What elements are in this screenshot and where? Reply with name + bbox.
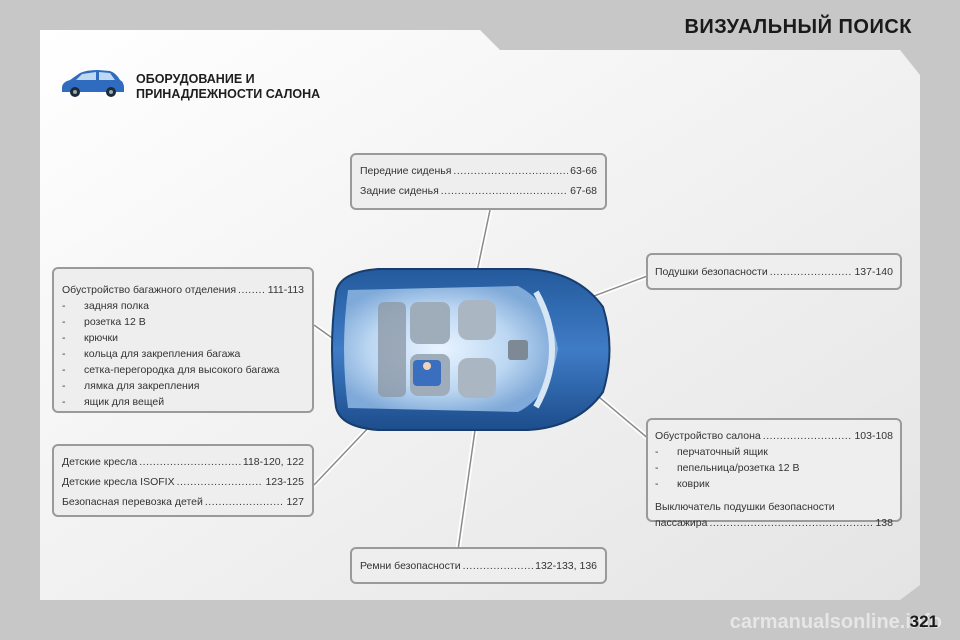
page-number: 321: [909, 612, 938, 631]
index-row-airbags[interactable]: Подушки безопасности137-140: [655, 264, 893, 280]
callout-seat-belts: Ремни безопасности132-133, 136: [350, 547, 607, 584]
index-row-rear-seats[interactable]: Задние сиденья67-68: [360, 183, 597, 199]
callout-cabin: Обустройство салона103-108 -перчаточный …: [646, 418, 902, 529]
index-row-front-seats[interactable]: Передние сиденья63-66: [360, 163, 597, 179]
watermark: carmanualsonline.info: [729, 611, 942, 633]
index-row-airbag-switch[interactable]: пассажира138: [655, 515, 893, 531]
callout-boot: Обустройство багажного отделения111-113 …: [52, 267, 314, 413]
boot-item: -сетка-перегородка для высокого багажа: [62, 364, 280, 376]
car-side-icon: [62, 70, 124, 97]
section-heading: ОБОРУДОВАНИЕ И ПРИНАДЛЕЖНОСТИ САЛОНА: [136, 72, 320, 102]
boot-item: -ящик для вещей: [62, 396, 165, 408]
car-top-view-illustration: [331, 268, 611, 431]
cabin-item: -коврик: [655, 478, 710, 490]
boot-item: -крючки: [62, 332, 119, 344]
index-row-seat-belts[interactable]: Ремни безопасности132-133, 136: [360, 558, 597, 574]
cabin-item: -пепельница/розетка 12 В: [655, 462, 800, 474]
index-row-cabin-fittings[interactable]: Обустройство салона103-108: [655, 428, 893, 444]
index-row-boot-fittings[interactable]: Обустройство багажного отделения111-113: [62, 282, 304, 298]
section-heading-line1: ОБОРУДОВАНИЕ И: [136, 72, 255, 86]
index-row-child-safety[interactable]: Безопасная перевозка детей127: [62, 494, 304, 510]
section-heading-line2: ПРИНАДЛЕЖНОСТИ САЛОНА: [136, 87, 321, 101]
airbag-switch-label: Выключатель подушки безопасности: [655, 501, 835, 513]
boot-item: -розетка 12 В: [62, 316, 146, 328]
index-row-isofix-seats[interactable]: Детские кресла ISOFIX123-125: [62, 474, 304, 490]
callout-airbags: Подушки безопасности137-140: [646, 253, 902, 290]
index-row-child-seats[interactable]: Детские кресла118-120, 122: [62, 454, 304, 470]
cabin-item: -перчаточный ящик: [655, 446, 768, 458]
boot-item: -задняя полка: [62, 300, 149, 312]
boot-item: -лямка для закрепления: [62, 380, 200, 392]
callout-seats: Передние сиденья63-66 Задние сиденья67-6…: [350, 153, 607, 210]
boot-item: -кольца для закрепления багажа: [62, 348, 241, 360]
callout-child-seats: Детские кресла118-120, 122 Детские кресл…: [52, 444, 314, 517]
page-title: ВИЗУАЛЬНЫЙ ПОИСК: [684, 16, 912, 38]
